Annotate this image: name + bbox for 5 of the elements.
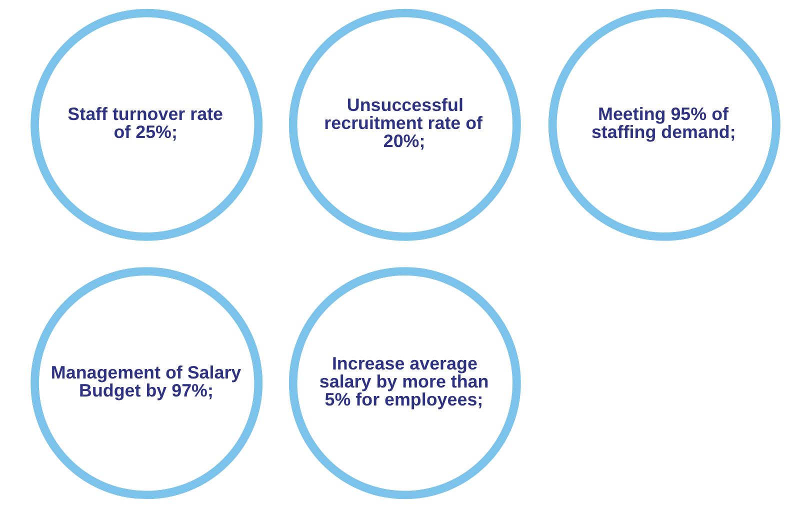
node-circle: Unsuccessful recruitment rate of 20%; [288,8,520,241]
node-circle: Increase average salary by more than 5% for employees; [288,267,520,500]
node-circle: Management of Salary Budget by 97%; [30,267,262,500]
node-circle: Staff turnover rate of 25%; [30,8,262,241]
node-circle: Meeting 95% of staffing demand; [548,8,780,241]
